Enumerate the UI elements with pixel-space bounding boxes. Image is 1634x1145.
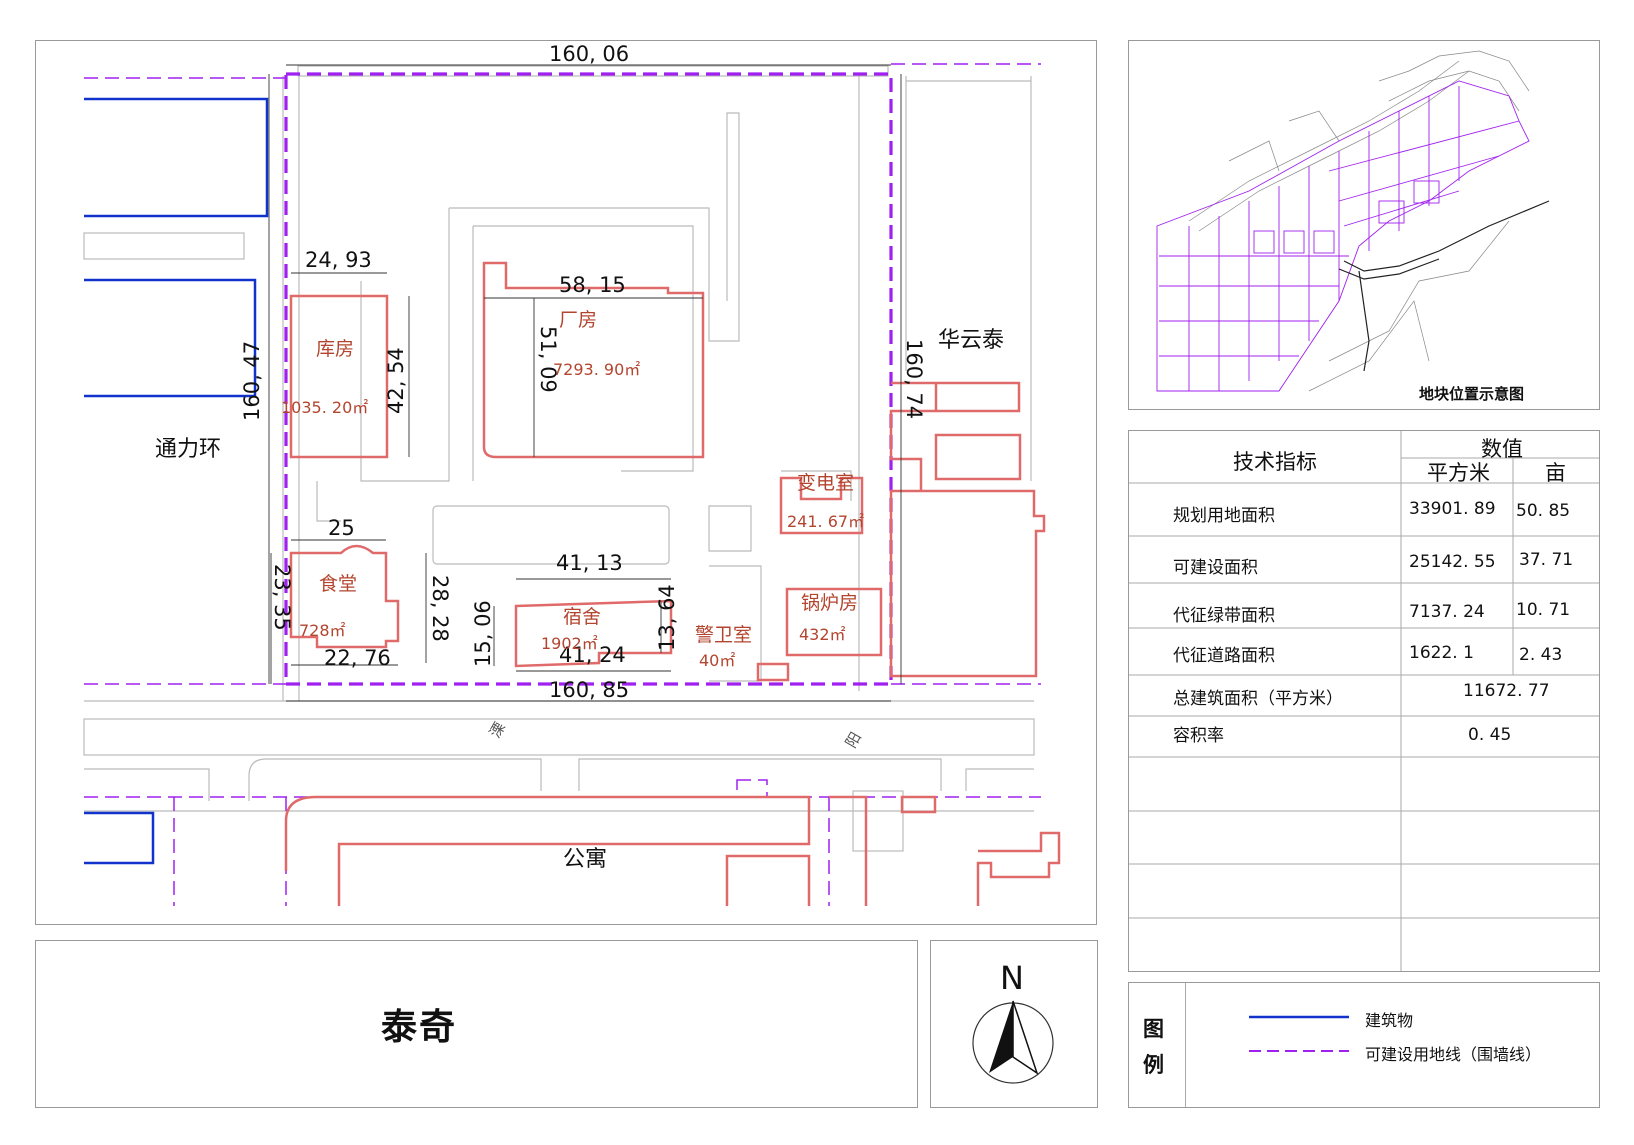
row-sqm-road-area: 1622. 1: [1409, 643, 1474, 663]
site-boundary: [84, 63, 1041, 906]
canteen-outline: [289, 544, 400, 649]
south-neighbor-label: 公寓: [563, 847, 607, 872]
substation-outline: [779, 476, 864, 535]
right-neighbor-label: 华云泰: [938, 328, 1004, 353]
building-labels: 库房 1035. 20㎡ 厂房 7293. 90㎡ 食堂 728㎡ 宿舍 190…: [281, 309, 864, 670]
row-label-green-area: 代征绿带面积: [1173, 606, 1275, 626]
minimap-frame: 地块位置示意图: [1128, 40, 1600, 410]
legend-item-building: 建筑物: [1365, 1011, 1414, 1030]
row-label-plot-ratio: 容积率: [1173, 726, 1224, 746]
legend-title-divider: [1185, 983, 1186, 1107]
road-mark-2: 阳: [842, 729, 865, 751]
dim-factory-width: 58, 15: [559, 273, 626, 297]
north-label: N: [1000, 959, 1024, 997]
dim-canteen-bottom: 22, 76: [324, 646, 391, 670]
dorm-name: 宿舍: [563, 606, 601, 628]
warehouse-area: 1035. 20㎡: [281, 398, 368, 417]
row-label-road-area: 代征道路面积: [1173, 646, 1275, 666]
dim-canteen-right: 28, 28: [428, 575, 452, 642]
row-mu-planned-area: 50. 85: [1516, 501, 1571, 521]
factory-outline: [482, 261, 705, 459]
canteen-name: 食堂: [319, 573, 357, 595]
dim-factory-height: 51, 09: [536, 326, 560, 393]
row-sqm-green-area: 7137. 24: [1409, 602, 1485, 622]
legend-title-2: 例: [1143, 1053, 1164, 1077]
boiler-outline: [785, 587, 883, 657]
dim-dorm-right: 13, 64: [655, 584, 679, 651]
site-plan-drawing: 160, 06 160, 85 160, 47 160, 74 24, 93 4…: [83, 42, 1061, 906]
dimension-lines: [268, 64, 902, 702]
left-neighbor-label: 通力环: [155, 437, 221, 462]
dim-dorm-top: 41, 13: [556, 551, 623, 575]
company-name: 泰奇: [381, 1007, 458, 1048]
company-frame: 泰奇: [35, 940, 918, 1108]
header-value: 数值: [1481, 437, 1523, 461]
row-label-total-floor-area: 总建筑面积（平方米）: [1173, 689, 1343, 709]
dimension-labels: 160, 06 160, 85 160, 47 160, 74 24, 93 4…: [240, 42, 926, 702]
dim-canteen-left: 23, 35: [270, 564, 294, 631]
table-grid: [1129, 431, 1599, 971]
header-indicator: 技术指标: [1233, 450, 1317, 474]
dim-right-height: 160, 74: [902, 339, 926, 419]
road-mark-1: 溧: [486, 719, 509, 741]
dim-dorm-left: 15, 06: [471, 600, 495, 667]
row-sqm-planned-area: 33901. 89: [1409, 499, 1496, 519]
dim-bottom-width: 160, 85: [549, 678, 629, 702]
warehouse-name: 库房: [316, 338, 354, 360]
boiler-area: 432㎡: [799, 625, 846, 644]
guard-name: 警卫室: [695, 624, 752, 646]
row-label-buildable-area: 可建设面积: [1173, 558, 1258, 578]
road-outlines: [83, 65, 1035, 852]
boiler-name: 锅炉房: [801, 592, 858, 614]
dim-warehouse-width: 24, 93: [305, 248, 372, 272]
dim-warehouse-height: 42, 54: [384, 347, 408, 414]
row-sqm-buildable-area: 25142. 55: [1409, 552, 1496, 572]
guard-outline: [756, 662, 790, 682]
dim-canteen-top: 25: [328, 516, 355, 540]
row-plot-ratio: 0. 45: [1468, 725, 1512, 745]
row-label-planned-area: 规划用地面积: [1173, 506, 1275, 526]
legend-item-boundary: 可建设用地线（围墙线）: [1365, 1045, 1542, 1064]
legend-swatches: [1249, 1015, 1349, 1052]
header-sqm: 平方米: [1427, 461, 1490, 485]
north-arrow-icon: N: [972, 959, 1054, 1084]
guard-area: 40㎡: [699, 651, 735, 670]
minimap-caption: 地块位置示意图: [1419, 385, 1524, 403]
legend-frame: 图 例 建筑物 可建设用地线（围墙线）: [1128, 982, 1600, 1108]
location-minimap: 地块位置示意图: [1156, 50, 1550, 403]
canteen-area: 728㎡: [299, 621, 346, 640]
existing-buildings: [84, 97, 269, 865]
row-mu-road-area: 2. 43: [1519, 645, 1563, 665]
compass-frame: N: [930, 940, 1098, 1108]
factory-area: 7293. 90㎡: [553, 360, 640, 379]
substation-area: 241. 67㎡: [787, 512, 864, 531]
legend-title-1: 图: [1143, 1017, 1164, 1041]
dim-top-width: 160, 06: [549, 42, 629, 66]
dorm-area: 1902㎡: [541, 634, 598, 653]
indicator-table: 技术指标 数值 平方米 亩 规划用地面积 33901. 89 50. 85 可建…: [1128, 430, 1600, 972]
substation-name: 变电室: [797, 472, 854, 494]
huayuntai-outline: [889, 381, 1046, 678]
header-mu: 亩: [1545, 461, 1566, 485]
factory-name: 厂房: [559, 309, 597, 331]
dim-dorm-bottom: 41, 24: [559, 643, 626, 667]
row-total-floor-area: 11672. 77: [1463, 681, 1550, 701]
dim-left-height: 160, 47: [240, 341, 264, 421]
warehouse-outline: [289, 294, 389, 459]
site-plan-frame: 160, 06 160, 85 160, 47 160, 74 24, 93 4…: [35, 40, 1097, 925]
row-mu-buildable-area: 37. 71: [1519, 550, 1574, 570]
dorm-outline: [514, 599, 673, 668]
row-mu-green-area: 10. 71: [1516, 600, 1571, 620]
proposed-buildings: [284, 261, 1061, 906]
